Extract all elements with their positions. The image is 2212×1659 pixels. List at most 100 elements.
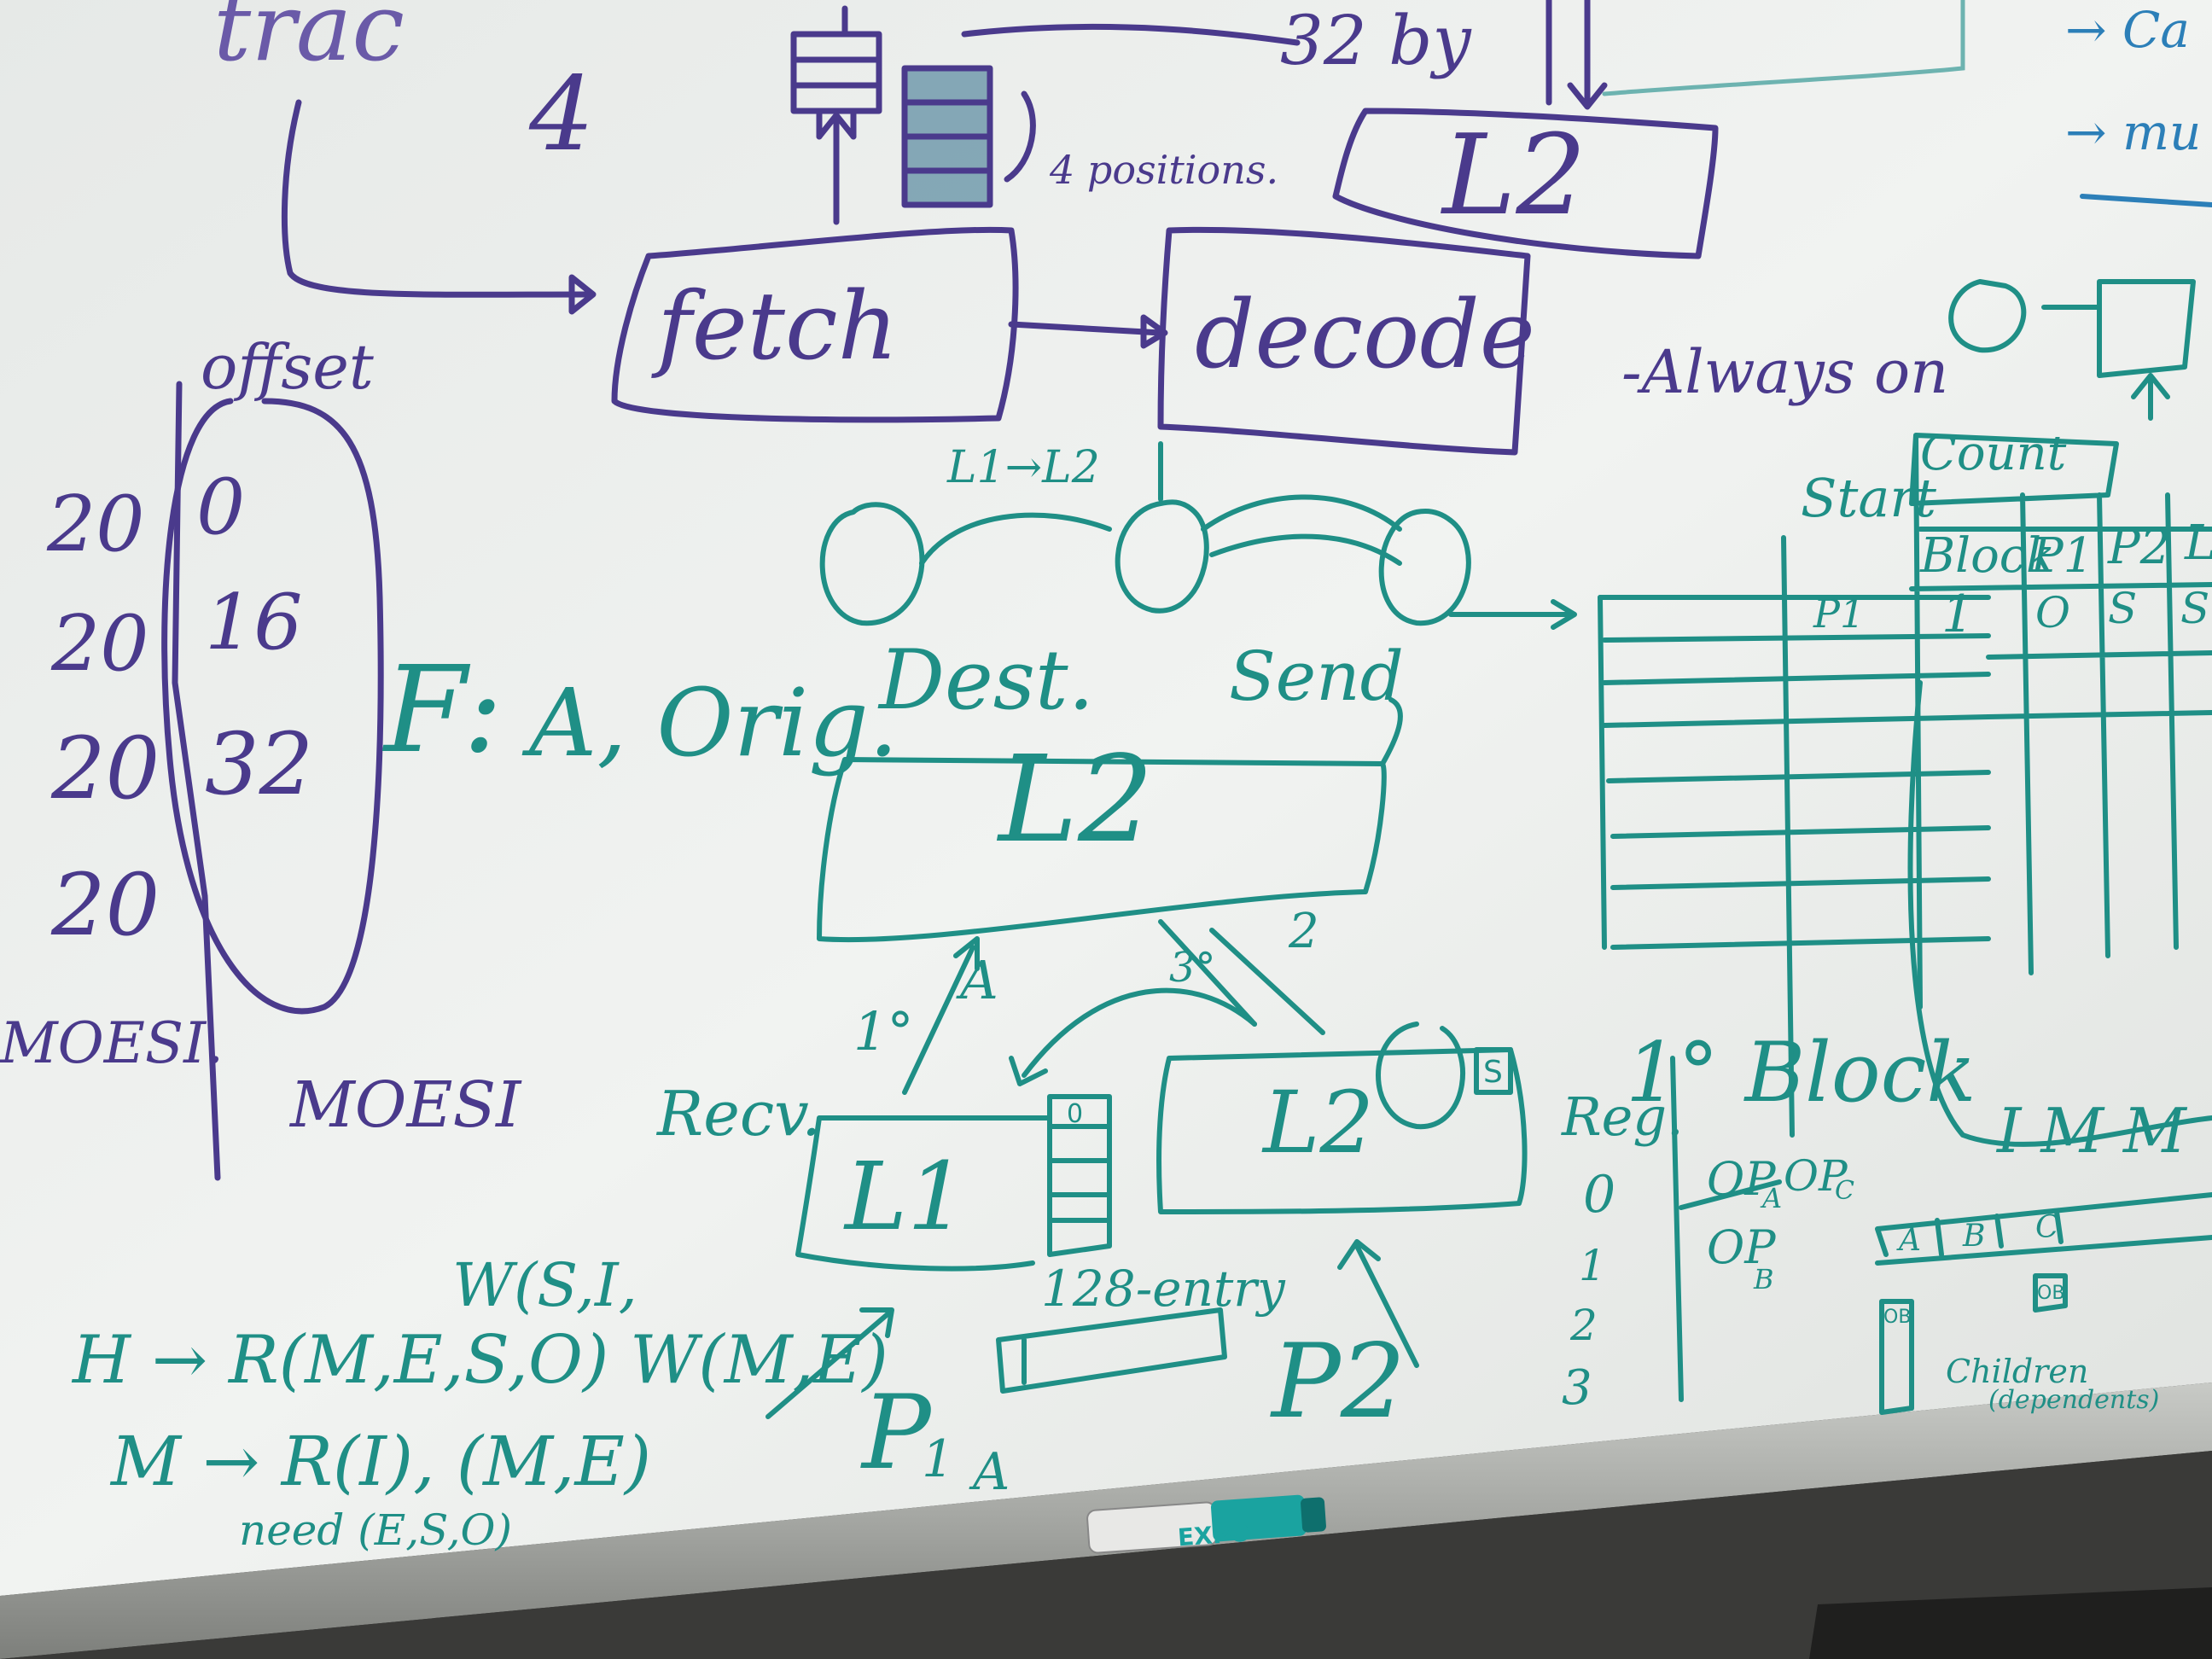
arc-mid-right — [1201, 494, 1402, 532]
l1-to-l2-label: L1→L2 — [946, 442, 1100, 493]
floor-shadow — [0, 1451, 2212, 1659]
a-sub: A — [969, 1442, 1010, 1502]
m-line1: M → R(I), (M,E) — [109, 1422, 651, 1501]
fetch-box — [611, 226, 1019, 423]
row4-left: 20 — [50, 855, 160, 955]
ca-label: → Ca — [2065, 1, 2190, 59]
label-3: 3° — [1169, 944, 1216, 992]
zero-box-label: 0 — [1067, 1099, 1083, 1129]
teal-light-line — [1602, 0, 1965, 96]
ob-boxes — [1879, 1273, 2068, 1415]
decode-label: decode — [1195, 280, 1535, 389]
send-label: Send — [1229, 637, 1404, 716]
label-10a: 1° — [853, 1000, 913, 1062]
p2-label: P2 — [1270, 1323, 1406, 1441]
l2-small-box — [1156, 1047, 1528, 1214]
a-orig-label: A, Orig. — [521, 668, 899, 777]
children-label: Children — [1946, 1353, 2088, 1390]
l2-mid-label: L2 — [996, 731, 1154, 870]
cell-s: S — [2108, 584, 2137, 633]
l1-box — [795, 1115, 1052, 1272]
col-b-label: B — [1962, 1219, 1985, 1254]
offset-label: offset — [201, 331, 375, 403]
ob2-label: OB — [2037, 1283, 2064, 1304]
entry-128-box — [996, 1307, 1227, 1394]
p1-label: P — [860, 1374, 933, 1493]
h-line2: W(S,I, — [452, 1250, 637, 1320]
purple-ink-group: trac 4 32 by 4 positions. fetch decode L… — [0, 0, 1719, 1181]
row2-left: 20 — [50, 599, 149, 689]
fetch-up-arrow — [816, 112, 857, 225]
reg-label: Reg. — [1561, 1086, 1684, 1148]
table-loop — [1907, 680, 2212, 1147]
l1-label: L1 — [843, 1142, 967, 1251]
p1-col-label: P1 — [2030, 528, 2093, 584]
col-c-label: C — [2035, 1210, 2059, 1245]
mu-label: → mu — [2065, 103, 2201, 161]
row3-right: 32 — [205, 714, 313, 814]
l2-to-l1-curve — [1009, 987, 1257, 1086]
reg-0: 0 — [1583, 1165, 1615, 1225]
reg-2: 2 — [1569, 1301, 1598, 1350]
marker-tip — [1301, 1497, 1326, 1533]
trace-label: trac — [213, 0, 405, 82]
offset-divider — [172, 381, 221, 1181]
entry-128-label: 128-entry — [1041, 1260, 1286, 1318]
blue-ink-group: → Ca → mu — [1602, 0, 2212, 207]
l2-small-label: L2 — [1261, 1073, 1374, 1173]
state-circle-mid — [1115, 499, 1209, 614]
table-columns — [1598, 535, 1795, 1138]
arc-mid-left — [919, 512, 1112, 566]
graph-node-icon — [1948, 279, 2196, 421]
label-a: A — [956, 949, 998, 1011]
l2-top-arrows — [1545, 0, 1608, 110]
block-10-label: 1° Block — [1626, 1025, 1976, 1121]
moesi-left-label: MOESI. — [0, 1010, 224, 1076]
marker-brand: EXPO — [1177, 1519, 1251, 1552]
col-a-label: A — [1896, 1223, 1921, 1258]
state-to-table-arrow — [1448, 599, 1577, 630]
positions-brace — [1004, 90, 1036, 183]
fetch-label: fetch — [651, 271, 898, 381]
row3-left: 20 — [50, 719, 160, 818]
ob1-label: OB — [1883, 1307, 1911, 1328]
decode-box — [1157, 226, 1531, 456]
l1-to-l2-arrow — [902, 936, 980, 1095]
p1-sub: 1 — [922, 1429, 954, 1489]
opb-label: OP — [1707, 1220, 1777, 1274]
opb-sub: B — [1753, 1263, 1774, 1295]
l2-top-label: L2 — [1441, 110, 1586, 240]
cell-o: O — [2035, 588, 2070, 637]
l-col-label: L — [2184, 515, 2212, 571]
imm-label: I M M — [1995, 1095, 2188, 1167]
positions-label: 4 positions. — [1049, 147, 1278, 193]
row1-right: 0 — [196, 463, 245, 552]
arc-mid-right-2 — [1209, 533, 1402, 566]
trace-arrow — [281, 99, 592, 298]
p1-row-label: P1 — [1813, 591, 1865, 637]
cell-1: 1 — [1941, 585, 1974, 644]
dest-label: Dest. — [877, 632, 1094, 728]
fetch-decode-arrow — [1008, 321, 1164, 336]
opc-label: OP — [1784, 1151, 1848, 1201]
fetch-decode-arrowhead — [1140, 314, 1168, 349]
queue-stack-icon — [790, 5, 882, 140]
row2-right: 16 — [205, 578, 303, 667]
p1-arrow — [765, 1307, 894, 1419]
moesi-label: MOESI — [288, 1068, 522, 1142]
blue-underline — [2080, 194, 2212, 207]
teal-ink-group: L1→L2 F: A, Orig. Dest. Send L2 1° A 3° … — [71, 279, 2212, 1555]
label-2: 2 — [1288, 904, 1319, 959]
dark-object — [1809, 1587, 2212, 1659]
opc-sub: C — [1835, 1176, 1854, 1206]
reg-3: 3 — [1562, 1360, 1592, 1416]
l2-mid-box — [817, 697, 1403, 943]
s-box-label: S — [1483, 1055, 1503, 1090]
opa-strike — [1679, 1179, 1782, 1210]
l2-to-l2small-arrows — [1158, 919, 1325, 1035]
reg-divider — [1670, 1056, 1684, 1402]
bytes-label: 32 by — [1280, 1, 1472, 80]
bytes-line — [961, 23, 1301, 46]
p2-arrow — [1337, 1239, 1419, 1368]
